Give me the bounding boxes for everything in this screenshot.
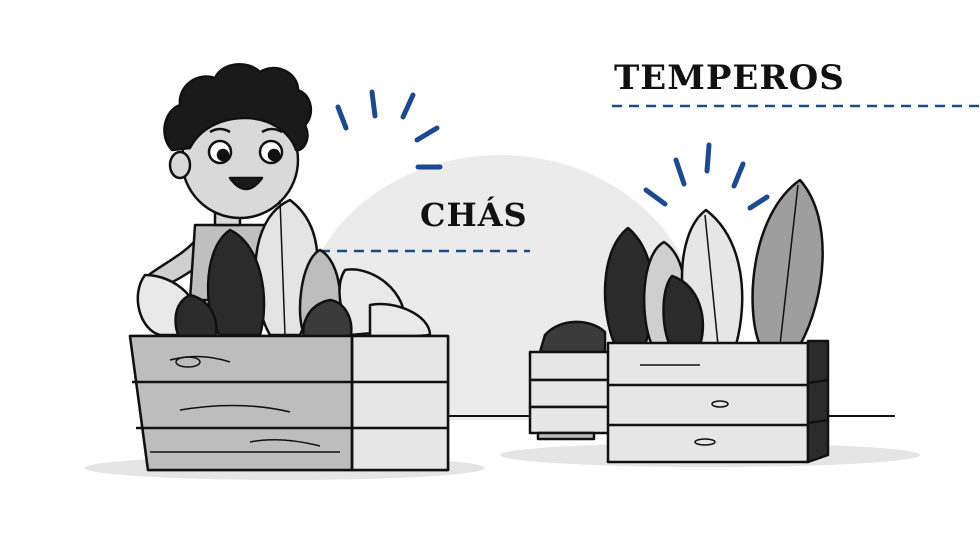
left-plants (136, 198, 432, 342)
right-plants (603, 178, 824, 347)
excitement-marks (335, 89, 443, 170)
right-crate (606, 339, 830, 464)
temperos-label: TEMPEROS (614, 58, 845, 98)
left-crate (128, 334, 450, 472)
sparkle-marks (643, 142, 770, 211)
chas-label: CHÁS (420, 196, 528, 234)
